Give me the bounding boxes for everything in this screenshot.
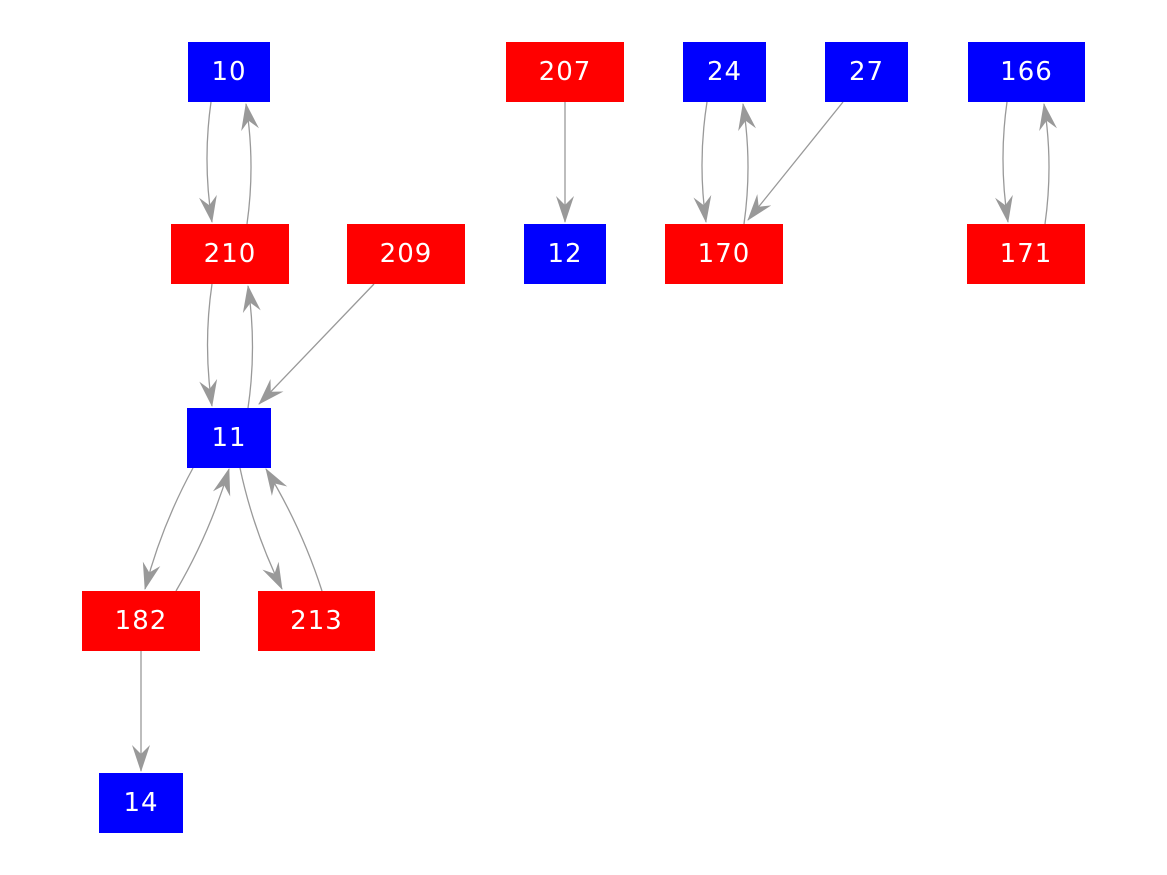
node-label: 182 — [114, 606, 168, 636]
edge-10-210 — [199, 101, 217, 223]
edge-170-24 — [738, 103, 756, 225]
node-label: 171 — [999, 239, 1053, 269]
edge-27-170 — [747, 101, 844, 221]
node-label: 166 — [1000, 57, 1053, 87]
graph-node-14: 14 — [99, 773, 183, 833]
graph-node-182: 182 — [82, 591, 200, 651]
graph-node-10: 10 — [188, 42, 270, 102]
edge-11-182 — [142, 467, 194, 590]
graph-node-24: 24 — [683, 42, 766, 102]
node-label: 170 — [697, 239, 751, 269]
edge-209-11 — [258, 283, 375, 405]
graph-node-166: 166 — [968, 42, 1085, 102]
node-label: 209 — [379, 239, 433, 269]
edge-24-170 — [693, 101, 712, 223]
edge-11-213 — [239, 467, 283, 590]
graph-node-11: 11 — [187, 408, 271, 468]
node-label: 24 — [706, 57, 743, 87]
graph-node-207: 207 — [506, 42, 624, 102]
edge-182-11 — [175, 468, 231, 592]
node-label: 210 — [203, 239, 257, 269]
node-label: 27 — [848, 57, 885, 87]
edge-210-10 — [241, 103, 259, 225]
graph-node-210: 210 — [171, 224, 289, 284]
node-label: 14 — [123, 788, 159, 818]
graph-node-171: 171 — [967, 224, 1085, 284]
graph-node-170: 170 — [665, 224, 783, 284]
graph-node-12: 12 — [524, 224, 606, 284]
graph-node-209: 209 — [347, 224, 465, 284]
graph-node-27: 27 — [825, 42, 908, 102]
node-label: 10 — [211, 57, 247, 87]
graph-node-213: 213 — [258, 591, 375, 651]
edge-171-166 — [1039, 103, 1057, 225]
node-label: 11 — [211, 423, 247, 453]
edge-166-171 — [995, 101, 1013, 223]
node-label: 12 — [547, 239, 583, 269]
edge-213-11 — [265, 468, 323, 592]
edge-11-210 — [242, 285, 261, 409]
edge-group — [132, 101, 1057, 772]
node-label: 213 — [290, 606, 343, 636]
edge-210-11 — [199, 283, 218, 407]
node-label: 207 — [538, 57, 592, 87]
